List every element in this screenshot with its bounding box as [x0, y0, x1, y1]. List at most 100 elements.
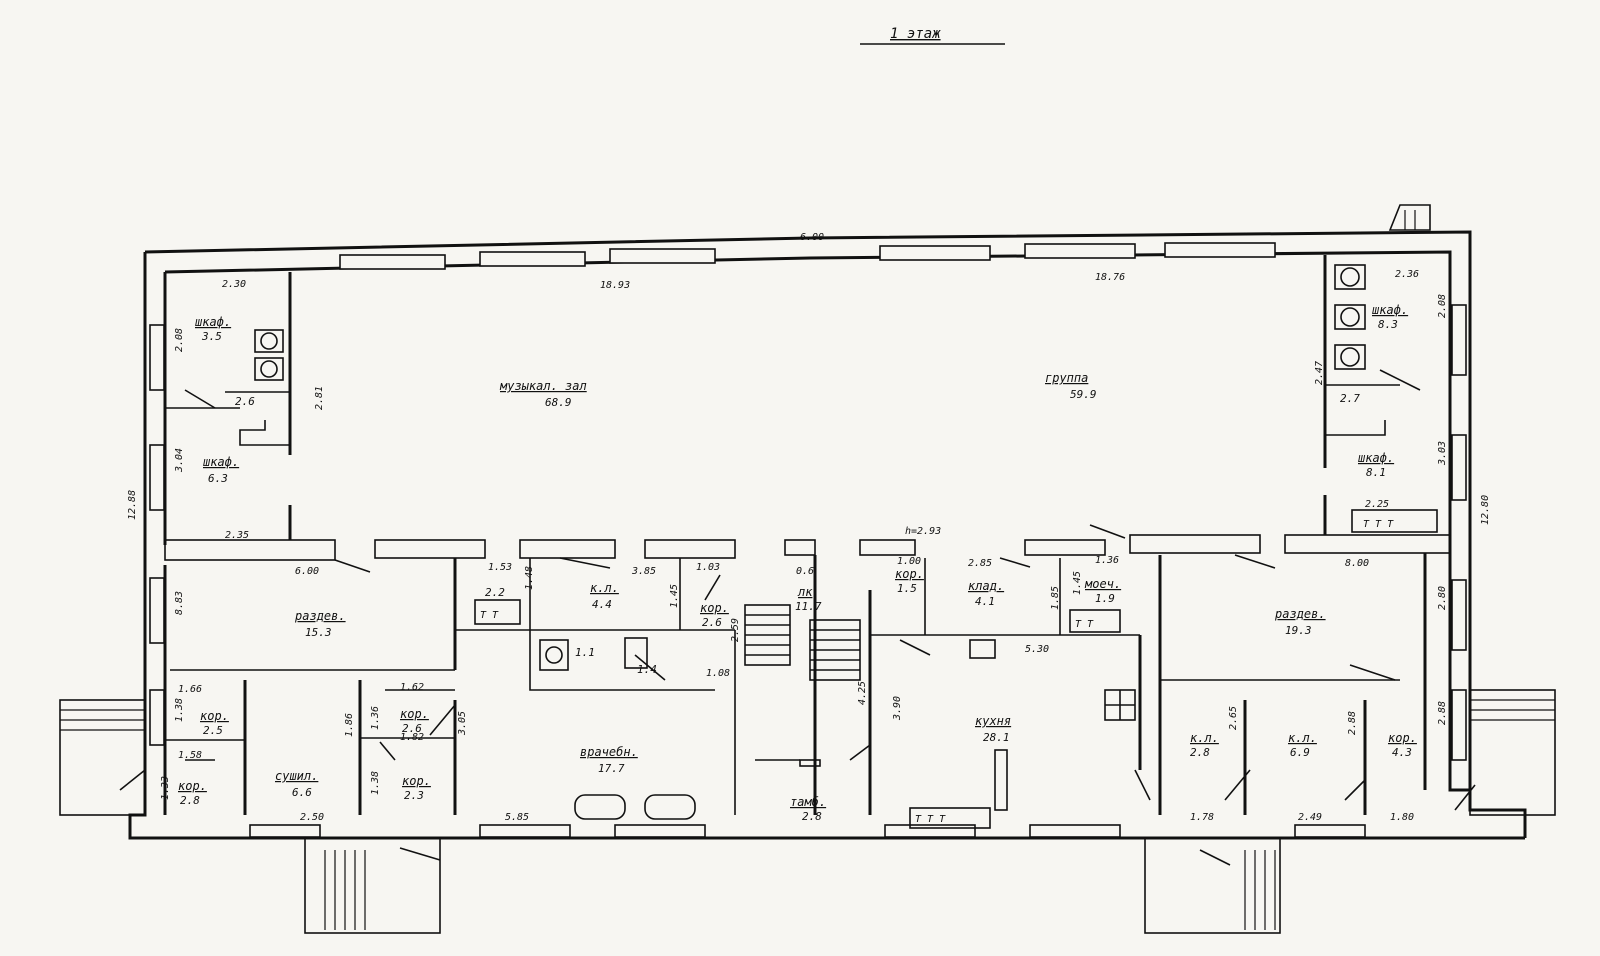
dim-288: 2.88: [1347, 711, 1358, 735]
cor-l2-name: кор.: [178, 779, 207, 793]
wc-left-b-area: 2.2: [485, 586, 505, 599]
dim-left-side: 12.88: [127, 490, 138, 520]
dim-249: 2.49: [1298, 812, 1322, 823]
vestibule-name: тамб.: [790, 795, 826, 809]
wardrobe-right-name: шкаф.: [1358, 451, 1394, 465]
dim-top-right: 18.76: [1095, 272, 1125, 283]
room-labels: музыкал. зал 68.9 группа 59.9 шкаф. 3.5 …: [178, 303, 1417, 823]
wardrobe-left-name: шкаф.: [203, 455, 239, 469]
dim-247: 2.47: [1314, 361, 1325, 385]
dim-153: 1.53: [488, 562, 512, 573]
changing-left-name: раздев.: [294, 609, 346, 623]
svg-text:T T T: T T T: [915, 814, 946, 825]
drying-area: 6.6: [292, 786, 312, 799]
corridor-mid-name: кор.: [700, 601, 729, 615]
left-windows: [149, 324, 165, 746]
dim-281: 2.81: [314, 386, 325, 410]
wardrobe-left-top-area: 3.5: [201, 330, 222, 343]
dim-158: 1.58: [178, 750, 202, 761]
wardrobe-left-top-name: шкаф.: [195, 315, 231, 329]
plan-title: 1 этаж: [890, 26, 941, 42]
dim-133: 1.33: [160, 776, 171, 800]
changing-right-area: 19.3: [1285, 624, 1312, 637]
corridor-mid-area: 2.6: [702, 616, 722, 629]
sinks: [574, 794, 696, 820]
dim-136: 1.36: [1095, 555, 1119, 566]
svg-text:T T: T T: [1075, 619, 1094, 630]
drying-name: сушил.: [275, 769, 318, 783]
dim-236: 2.36: [1395, 269, 1419, 280]
cor-l3-area: 2.6: [402, 722, 422, 735]
right-windows: [1451, 304, 1467, 761]
cab-r2-name: к.л.: [1288, 731, 1317, 745]
dim-385: 3.85: [631, 566, 656, 577]
music-hall-area: 68.9: [545, 396, 572, 409]
right-wc-walls: T T T: [1323, 255, 1438, 535]
dim-178: 1.78: [1190, 812, 1214, 823]
kitchen-walls: T T T T T: [870, 558, 1142, 829]
wc-right-area: 2.7: [1340, 392, 1360, 405]
cor-l4-name: кор.: [402, 774, 431, 788]
stair-name: лк: [797, 585, 813, 599]
dim-304: 3.04: [174, 448, 185, 473]
bottom-windows: [249, 824, 1366, 838]
dim-225: 2.25: [1365, 499, 1389, 510]
medical-name: врачебн.: [580, 745, 638, 759]
corridor-kitchen-name: кор.: [895, 567, 924, 581]
cor-l2-area: 2.8: [180, 794, 200, 807]
dim-530: 5.30: [1025, 644, 1049, 655]
top-windows: [339, 242, 1276, 270]
dim-138b: 1.38: [370, 771, 381, 795]
washroom-name: моеч.: [1084, 577, 1121, 591]
dim-259: 2.59: [730, 618, 741, 642]
cor-l4-area: 2.3: [404, 789, 424, 802]
right-lower-walls: [1158, 553, 1427, 815]
kitchen-area: 28.1: [983, 731, 1010, 744]
medical-area: 17.7: [598, 762, 625, 775]
dim-280: 2.80: [1437, 586, 1448, 610]
dim-100: 1.00: [897, 556, 921, 567]
dim-265: 2.65: [1228, 706, 1239, 730]
group-name: группа: [1045, 371, 1088, 385]
dim-138: 1.38: [174, 698, 185, 722]
dim-182: 1.82: [400, 732, 424, 743]
wardrobe-right-top-area: 8.3: [1378, 318, 1398, 331]
left-lower-walls: [165, 680, 455, 815]
dim-600: 6.00: [295, 566, 319, 577]
door-swings: [119, 524, 1476, 866]
svg-text:T T: T T: [480, 610, 499, 621]
entrances: [59, 204, 1556, 934]
group-area: 59.9: [1070, 388, 1097, 401]
dim-250: 2.50: [300, 812, 324, 823]
dim-288b: 2.88: [1437, 701, 1448, 725]
changing-right-name: раздев.: [1274, 607, 1326, 621]
dim-230: 2.30: [222, 279, 246, 290]
dim-145b: 1.45: [1072, 571, 1083, 595]
wardrobe-right-top-name: шкаф.: [1372, 303, 1408, 317]
office-name: к.л.: [590, 581, 619, 595]
changing-left-area: 15.3: [305, 626, 332, 639]
music-hall-name: музыкал. зал: [499, 379, 587, 393]
stair-block: [744, 555, 872, 815]
left-wc-walls: [165, 272, 292, 540]
dim-883: 8.83: [174, 591, 185, 615]
wc-mid-2-area: 1.4: [637, 663, 657, 676]
wardrobe-right-area: 8.1: [1366, 466, 1386, 479]
dim-right-side: 12.80: [1480, 495, 1491, 525]
dim-145: 1.45: [669, 584, 680, 608]
wc-left-a-area: 2.6: [235, 395, 255, 408]
dim-800: 8.00: [1345, 558, 1369, 569]
cor-r3-area: 4.3: [1392, 746, 1412, 759]
wardrobe-left-area: 6.3: [208, 472, 228, 485]
cab-r1-name: к.л.: [1190, 731, 1219, 745]
vestibule-area: 2.8: [802, 810, 822, 823]
dim-390: 3.90: [892, 696, 903, 721]
dim-166: 1.66: [178, 684, 202, 695]
cab-r1-area: 2.8: [1190, 746, 1210, 759]
office-area: 4.4: [592, 598, 612, 611]
middle-partition: [164, 534, 1451, 561]
dimension-labels: 6.00 18.93 18.76 12.88 12.80 2.30 2.36 2…: [127, 232, 1491, 823]
corridor-kitchen-area: 1.5: [897, 582, 917, 595]
height-note: h=2.93: [905, 526, 941, 537]
